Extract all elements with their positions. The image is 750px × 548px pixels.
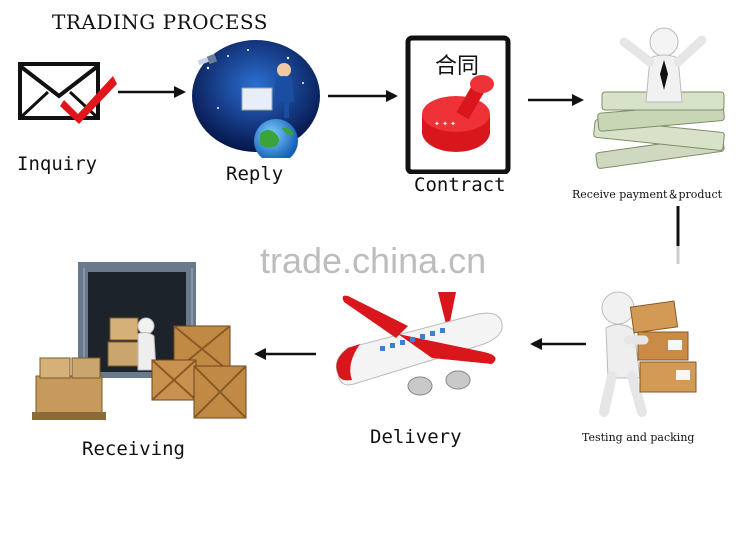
step-label-inquiry: Inquiry	[17, 153, 98, 175]
stamp-contract-icon: ✦ ✦ ✦	[402, 34, 514, 174]
contract-stamp-text: 合同	[435, 54, 480, 79]
container-boxes-icon	[26, 262, 252, 434]
step-label-receiving: Receiving	[82, 438, 185, 460]
diagram-title: TRADING PROCESS	[52, 10, 268, 34]
person-carrying-boxes-icon	[592, 284, 730, 420]
arrow-right-icon	[528, 92, 584, 108]
step-label-testing-packing: Testing and packing	[582, 431, 695, 444]
airplane-icon	[318, 288, 518, 412]
arrow-left-icon	[530, 336, 586, 352]
step-label-reply: Reply	[226, 163, 284, 185]
envelope-check-icon	[18, 62, 118, 126]
arrow-down-icon	[672, 206, 684, 264]
svg-text:✦ ✦ ✦: ✦ ✦ ✦	[434, 120, 456, 128]
step-label-delivery: Delivery	[370, 426, 462, 448]
watermark: trade.china.cn	[260, 240, 487, 281]
step-label-contract: Contract	[414, 174, 506, 196]
money-stack-icon	[592, 22, 740, 182]
arrow-right-icon	[328, 88, 398, 104]
arrow-left-icon	[254, 346, 316, 362]
globe-laptop-icon	[188, 38, 324, 158]
step-label-receive-payment: Receive payment＆product	[572, 188, 723, 201]
arrow-right-icon	[118, 84, 186, 100]
